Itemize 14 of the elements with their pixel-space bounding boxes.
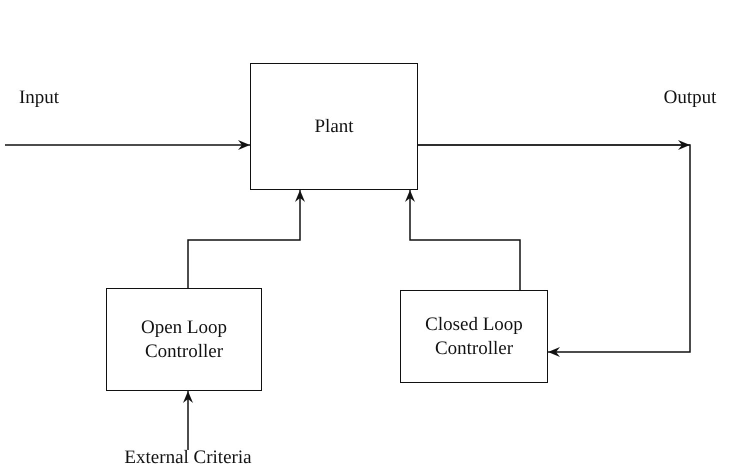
box-label: Plant: [313, 114, 355, 138]
arrow: [5, 140, 250, 150]
process-box: [250, 63, 418, 190]
arrow: [187, 190, 305, 288]
text-label: External Criteria: [98, 446, 278, 474]
process-box: [400, 290, 548, 383]
box-label: Open Loop Controller: [140, 316, 228, 364]
arrow: [183, 391, 193, 450]
arrow: [405, 190, 521, 290]
box-label: Closed Loop Controller: [424, 312, 524, 360]
arrow: [418, 144, 691, 357]
text-label: Output: [648, 86, 732, 114]
text-label: Input: [4, 86, 74, 114]
process-box: [106, 288, 262, 391]
